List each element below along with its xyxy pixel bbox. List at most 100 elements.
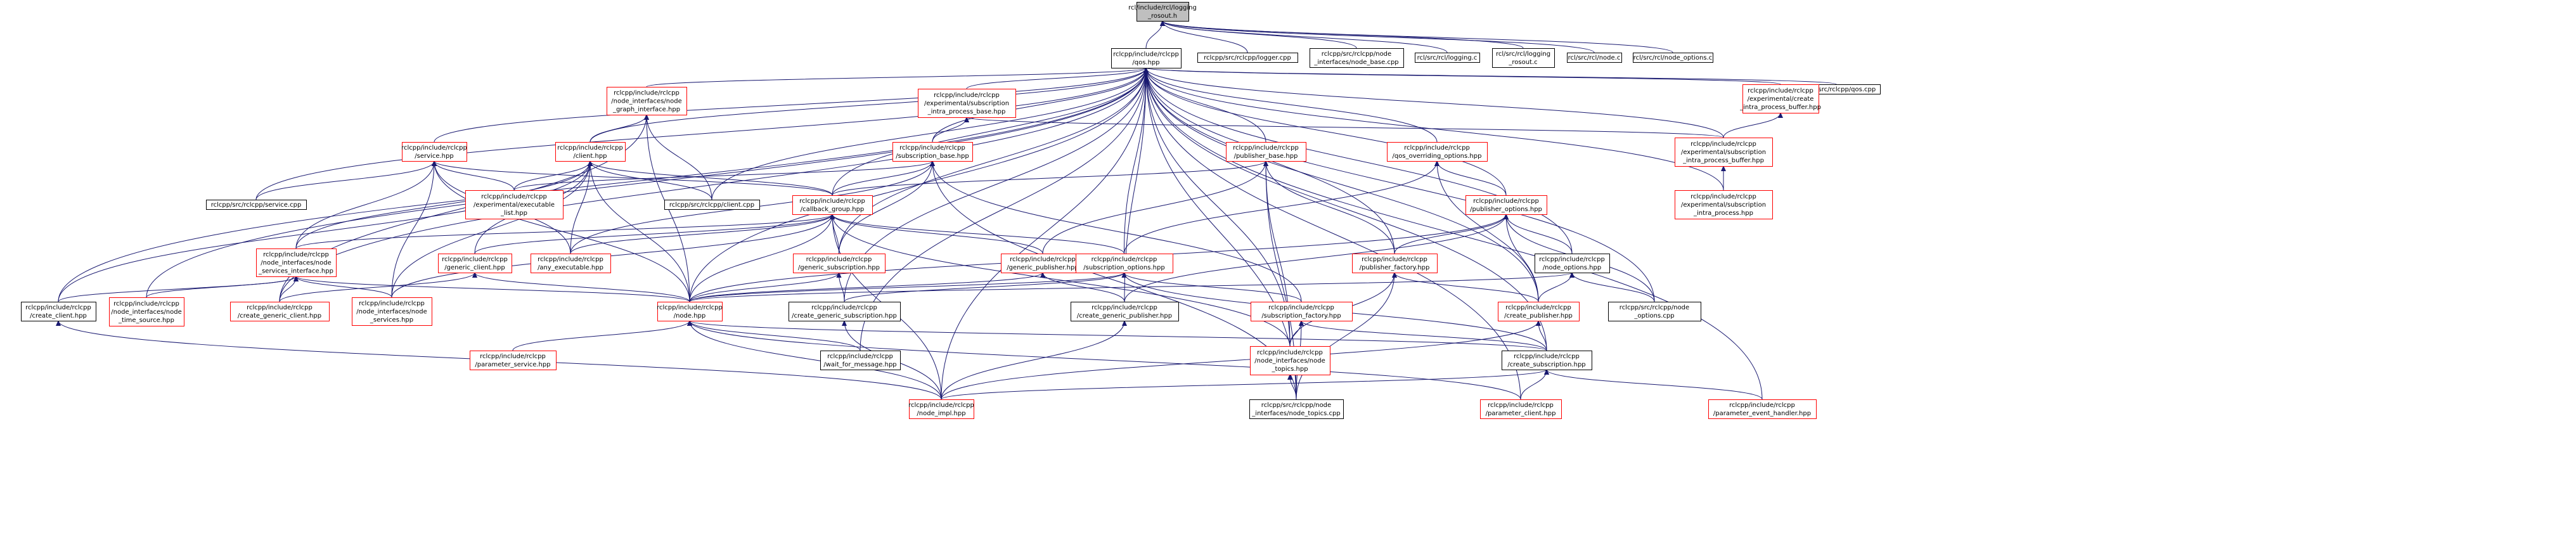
node-label-line: rclcpp/include/rclcpp	[934, 92, 1000, 99]
graph-node-sub-intra[interactable]: rclcpp/include/rclcpp/experimental/subsc…	[1675, 190, 1773, 219]
graph-node-generic-publisher[interactable]: rclcpp/include/rclcpp/generic_publisher.…	[1001, 254, 1085, 273]
node-box	[1250, 346, 1330, 375]
graph-node-node-options-cpp[interactable]: rclcpp/src/rclcpp/node_options.cpp	[1608, 302, 1701, 321]
graph-node-create-generic-subscription[interactable]: rclcpp/include/rclcpp/create_generic_sub…	[789, 302, 901, 321]
edge-publisher_factory-to-publisher_base	[1263, 160, 1395, 254]
graph-node-create-publisher[interactable]: rclcpp/include/rclcpp/create_publisher.h…	[1498, 302, 1580, 321]
node-label-line: _list.hpp	[500, 210, 527, 217]
node-box	[1137, 2, 1189, 22]
graph-node-node-base-cpp[interactable]: rclcpp/src/rclcpp/node_interfaces/node_b…	[1310, 48, 1404, 68]
edge-create_publisher-to-publisher_options	[1504, 214, 1539, 302]
graph-node-client-hpp[interactable]: rclcpp/include/rclcpp/client.hpp	[555, 142, 626, 162]
graph-node-subscription-base[interactable]: rclcpp/include/rclcpp/subscription_base.…	[892, 142, 973, 162]
graph-node-node-options-c[interactable]: rcl/src/rcl/node_options.c	[1633, 53, 1713, 63]
node-label-line: _intra_process.hpp	[1693, 210, 1753, 217]
graph-node-create-generic-client[interactable]: rclcpp/include/rclcpp/create_generic_cli…	[230, 302, 330, 321]
edge-node_hpp-to-client_hpp	[588, 160, 690, 302]
node-label-line: rclcpp/include/rclcpp	[657, 304, 723, 311]
graph-node-node-time-source[interactable]: rclcpp/include/rclcpp/node_interfaces/no…	[109, 297, 184, 326]
graph-node-client-cpp[interactable]: rclcpp/src/rclcpp/client.cpp	[664, 200, 760, 210]
graph-node-create-generic-publisher[interactable]: rclcpp/include/rclcpp/create_generic_pub…	[1071, 302, 1179, 321]
node-label-line: rclcpp/include/rclcpp	[1092, 304, 1157, 311]
graph-node-wait-for-message[interactable]: rclcpp/include/rclcpp/wait_for_message.h…	[820, 351, 901, 370]
graph-node-service-cpp[interactable]: rclcpp/src/rclcpp/service.cpp	[206, 200, 307, 210]
graph-node-parameter-event-handler[interactable]: rclcpp/include/rclcpp/parameter_event_ha…	[1708, 399, 1817, 419]
graph-node-parameter-client[interactable]: rclcpp/include/rclcpp/parameter_client.h…	[1480, 399, 1562, 419]
graph-node-any-executable[interactable]: rclcpp/include/rclcpp/any_executable.hpp	[531, 254, 611, 273]
graph-node-node-graph-if[interactable]: rclcpp/include/rclcpp/node_interfaces/no…	[607, 87, 687, 115]
graph-node-node-topics-hpp[interactable]: rclcpp/include/rclcpp/node_interfaces/no…	[1250, 346, 1330, 375]
node-label-line: /create_publisher.hpp	[1504, 313, 1573, 319]
node-box	[1226, 142, 1306, 162]
node-label-line: _intra_process_base.hpp	[927, 108, 1006, 115]
edge-node_impl-to-qos	[941, 67, 1149, 400]
edge-node_topics_hpp-to-qos	[1143, 67, 1291, 347]
node-label-line: _interfaces/node_base.cpp	[1313, 59, 1398, 66]
graph-node-node-services[interactable]: rclcpp/include/rclcpp/node_interfaces/no…	[352, 297, 432, 326]
edge-qos-to-root	[1145, 20, 1165, 49]
graph-node-callback-group[interactable]: rclcpp/include/rclcpp/callback_group.hpp	[792, 195, 873, 215]
node-box	[1352, 254, 1438, 273]
graph-node-generic-client[interactable]: rclcpp/include/rclcpp/generic_client.hpp	[438, 254, 512, 273]
edge-client_cpp-to-client_hpp	[588, 160, 712, 200]
node-label-line: rclcpp/include/rclcpp	[899, 145, 965, 152]
edge-node_hpp-to-node_options	[689, 272, 1575, 302]
node-label-line: /node_interfaces/node	[261, 260, 331, 267]
node-box	[230, 302, 330, 321]
graph-node-node-options[interactable]: rclcpp/include/rclcpp/node_options.hpp	[1535, 254, 1610, 273]
graph-node-subscription-options[interactable]: rclcpp/include/rclcpp/subscription_optio…	[1076, 254, 1173, 273]
graph-node-node-hpp[interactable]: rclcpp/include/rclcpp/node.hpp	[657, 302, 723, 321]
graph-node-sub-ipb[interactable]: rclcpp/include/rclcpp/experimental/subsc…	[1675, 138, 1773, 167]
node-label-line: _intra_process_buffer.hpp	[1682, 157, 1764, 164]
node-box	[1492, 48, 1555, 68]
graph-node-create-subscription[interactable]: rclcpp/include/rclcpp/create_subscriptio…	[1502, 351, 1592, 370]
graph-node-generic-subscription[interactable]: rclcpp/include/rclcpp/generic_subscripti…	[793, 254, 886, 273]
node-label-line: rcl/include/rcl/logging	[1128, 4, 1197, 11]
edge-node_graph_if-to-qos	[646, 67, 1149, 87]
graph-node-sub-intra-base[interactable]: rclcpp/include/rclcpp/experimental/subsc…	[918, 89, 1016, 118]
graph-node-publisher-options[interactable]: rclcpp/include/rclcpp/publisher_options.…	[1465, 195, 1547, 215]
graph-node-create-client[interactable]: rclcpp/include/rclcpp/create_client.hpp	[21, 302, 96, 321]
graph-node-publisher-factory[interactable]: rclcpp/include/rclcpp/publisher_factory.…	[1352, 254, 1438, 273]
edge-wait_for_message-to-qos	[860, 67, 1149, 351]
node-box	[1480, 399, 1562, 419]
node-label-line: rclcpp/include/rclcpp	[481, 193, 547, 200]
node-box	[1111, 48, 1182, 68]
graph-node-node-impl[interactable]: rclcpp/include/rclcpp/node_impl.hpp	[908, 399, 974, 419]
graph-node-logger-cpp[interactable]: rclcpp/src/rclcpp/logger.cpp	[1197, 53, 1298, 63]
node-label-line: rclcpp/include/rclcpp	[1539, 256, 1605, 263]
node-label-line: /experimental/subscription	[924, 100, 1009, 107]
edge-node_hpp-to-subscription_options	[689, 272, 1127, 302]
edge-parameter_client-to-qos	[1143, 67, 1521, 400]
graph-node-parameter-service[interactable]: rclcpp/include/rclcpp/parameter_service.…	[470, 351, 557, 370]
node-label-line: rclcpp/include/rclcpp	[1113, 51, 1179, 58]
node-label-line: /experimental/subscription	[1681, 202, 1766, 209]
graph-node-node-topics-cpp[interactable]: rclcpp/src/rclcpp/node_interfaces/node_t…	[1249, 399, 1344, 419]
graph-node-node-services-if[interactable]: rclcpp/include/rclcpp/node_interfaces/no…	[256, 248, 337, 277]
node-label-line: /generic_client.hpp	[444, 264, 505, 271]
edge-node_impl-to-create_subscription	[941, 369, 1549, 400]
graph-node-subscription-factory[interactable]: rclcpp/include/rclcpp/subscription_facto…	[1251, 302, 1353, 321]
graph-node-exec-list[interactable]: rclcpp/include/rclcpp/experimental/execu…	[465, 190, 564, 219]
node-label-line: rclcpp/include/rclcpp	[1268, 304, 1334, 311]
node-label-line: /create_client.hpp	[30, 313, 87, 319]
graph-node-qos-overriding[interactable]: rclcpp/include/rclcpp/qos_overriding_opt…	[1387, 142, 1488, 162]
graph-node-node-c[interactable]: rcl/src/rcl/node.c	[1567, 53, 1622, 63]
node-label-line: rclcpp/include/rclcpp	[1690, 141, 1756, 148]
node-label-line: rclcpp/include/rclcpp	[799, 198, 865, 205]
edge-parameter_event_handler-to-create_subscription	[1544, 369, 1763, 400]
graph-node-create-ipb[interactable]: rclcpp/include/rclcpp/experimental/creat…	[1739, 84, 1821, 113]
node-label-line: /node_interfaces/node	[1254, 358, 1325, 365]
edge-parameter_service-to-node_hpp	[512, 320, 692, 351]
node-label-line: _intra_process_buffer.hpp	[1739, 104, 1821, 111]
edge-callback_group-to-subscription_base	[832, 160, 935, 196]
graph-node-logging-c[interactable]: rcl/src/rcl/logging.c	[1415, 53, 1480, 63]
graph-node-service-hpp[interactable]: rclcpp/include/rclcpp/service.hpp	[401, 142, 467, 162]
edge-node_options_cpp-to-node_options	[1569, 272, 1655, 302]
node-box	[909, 399, 974, 419]
graph-node-logging-rosout-c[interactable]: rcl/src/rcl/logging_rosout.c	[1492, 48, 1555, 68]
edge-node_options_c-to-root	[1160, 20, 1673, 53]
edge-create_generic_subscription-to-generic_subscription	[836, 272, 845, 302]
graph-node-qos[interactable]: rclcpp/include/rclcpp/qos.hpp	[1111, 48, 1182, 68]
graph-node-publisher-base[interactable]: rclcpp/include/rclcpp/publisher_base.hpp	[1226, 142, 1306, 162]
